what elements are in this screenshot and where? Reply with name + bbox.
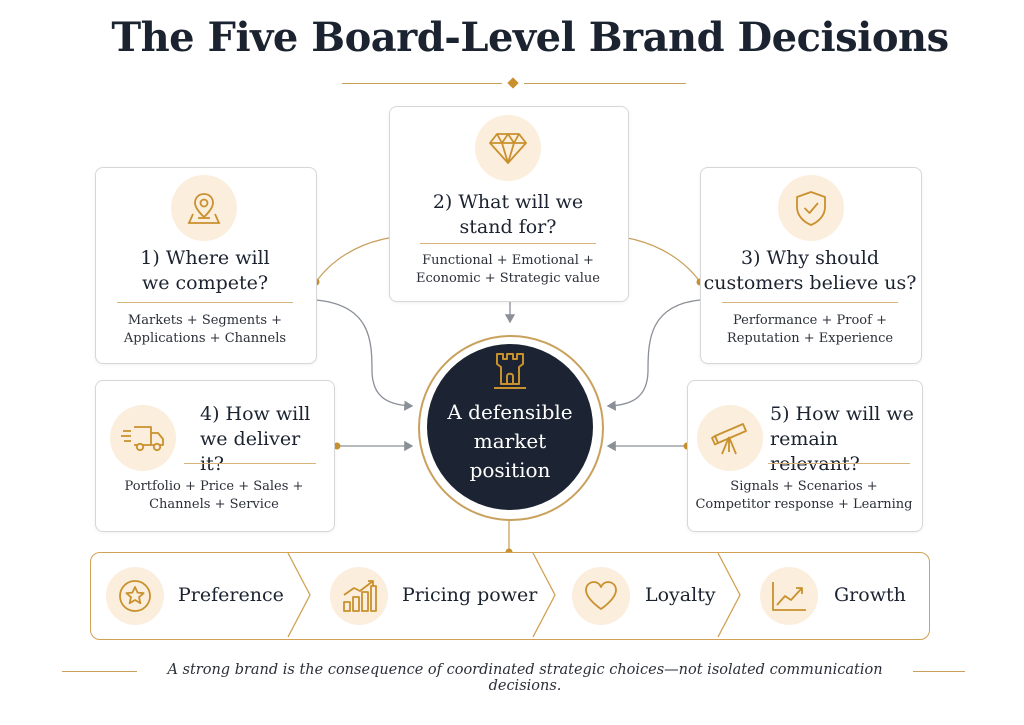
decision-2-question: 2) What will we stand for? xyxy=(389,190,627,240)
decision-5-question: 5) How will we remain relevant? xyxy=(770,402,920,477)
bar-chart-up-icon xyxy=(330,567,388,625)
title-rule-left xyxy=(342,83,502,84)
decision-1-desc-line-2: Applications + Channels xyxy=(123,331,287,346)
delivery-truck-icon xyxy=(110,405,176,471)
decision-4-desc-line-1: Portfolio + Price + Sales + xyxy=(124,479,304,494)
decision-3-desc-line-2: Reputation + Experience xyxy=(726,331,894,346)
decision-1-desc-line-1: Markets + Segments + xyxy=(127,313,283,328)
outcome-pricing-power-label: Pricing power xyxy=(402,584,538,606)
outcome-growth-label: Growth xyxy=(834,584,906,606)
center-label-line-3: position xyxy=(469,458,551,482)
decision-4-question: 4) How will we deliver it? xyxy=(200,402,330,477)
center-label-line-2: market xyxy=(473,429,547,453)
decision-2-desc-line-1: Functional + Emotional + xyxy=(422,253,594,268)
decision-4-rule xyxy=(184,463,316,464)
castle-tower-icon xyxy=(491,350,529,392)
outcome-separator-1 xyxy=(287,552,311,638)
decision-2-desc-line-2: Economic + Strategic value xyxy=(416,271,600,286)
center-circle xyxy=(427,344,593,510)
decision-2-description: Functional + Emotional + Economic + Stra… xyxy=(389,252,627,288)
decision-4-question-line-2: we deliver it? xyxy=(200,428,301,475)
decision-3-question: 3) Why should customers believe us? xyxy=(700,246,920,296)
decision-5-desc-line-1: Signals + Scenarios + xyxy=(730,479,878,494)
decision-5-question-line-1: 5) How will we xyxy=(770,403,914,425)
telescope-icon xyxy=(697,405,763,471)
decision-3-question-line-2: customers believe us? xyxy=(703,272,917,294)
outcome-loyalty-label: Loyalty xyxy=(645,584,716,606)
decision-1-question: 1) Where will we compete? xyxy=(95,246,315,296)
decision-4-description: Portfolio + Price + Sales + Channels + S… xyxy=(95,478,333,514)
decision-2-question-line-2: stand for? xyxy=(459,216,557,238)
decision-5-description: Signals + Scenarios + Competitor respons… xyxy=(687,478,921,514)
center-label-line-1: A defensible xyxy=(447,400,573,424)
shield-check-icon xyxy=(778,175,844,241)
footer-note: A strong brand is the consequence of coo… xyxy=(167,662,883,694)
decision-5-rule xyxy=(768,463,910,464)
star-icon xyxy=(106,567,164,625)
decision-1-question-line-1: 1) Where will xyxy=(140,247,270,269)
outcome-preference-label: Preference xyxy=(178,584,284,606)
page-title: The Five Board-Level Brand Decisions xyxy=(111,14,949,61)
decision-5-question-line-2: remain relevant? xyxy=(770,428,860,475)
growth-line-icon xyxy=(760,567,818,625)
diamond-icon xyxy=(475,115,541,181)
decision-4-desc-line-2: Channels + Service xyxy=(149,497,279,512)
outcome-separator-2 xyxy=(532,552,556,638)
decision-5-desc-line-2: Competitor response + Learning xyxy=(695,497,913,512)
map-pin-icon xyxy=(171,175,237,241)
decision-1-description: Markets + Segments + Applications + Chan… xyxy=(95,312,315,348)
decision-3-rule xyxy=(722,302,898,303)
decision-3-desc-line-1: Performance + Proof + xyxy=(733,313,887,328)
decision-2-rule xyxy=(420,243,596,244)
footer-rule-left xyxy=(62,671,137,672)
decision-2-question-line-1: 2) What will we xyxy=(432,191,584,213)
center-label: A defensible market position xyxy=(427,398,593,485)
decision-3-question-line-1: 3) Why should xyxy=(741,247,879,269)
decision-1-question-line-2: we compete? xyxy=(141,272,269,294)
decision-3-description: Performance + Proof + Reputation + Exper… xyxy=(700,312,920,348)
decision-4-question-line-1: 4) How will xyxy=(200,403,311,425)
heart-icon xyxy=(572,567,630,625)
outcome-separator-3 xyxy=(717,552,741,638)
title-rule-right xyxy=(524,83,686,84)
decision-1-rule xyxy=(117,302,293,303)
footer-rule-right xyxy=(913,671,965,672)
